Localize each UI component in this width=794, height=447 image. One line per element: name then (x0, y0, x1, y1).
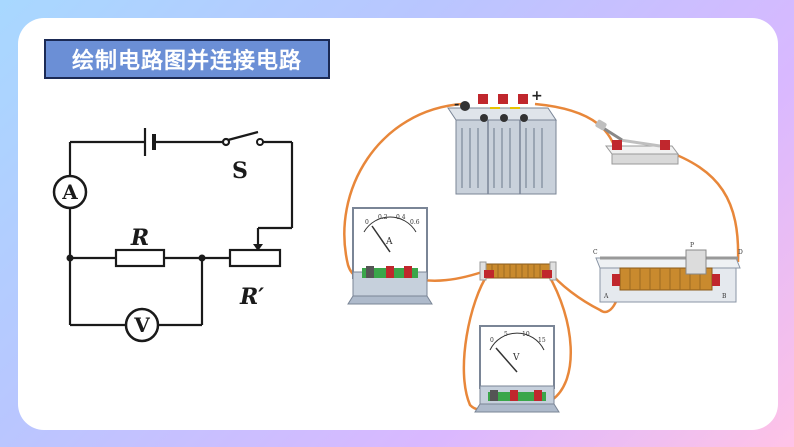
svg-text:15: 15 (538, 337, 546, 344)
slide-title-box: 绘制电路图并连接电路 (44, 39, 330, 79)
switch-blade-metal (619, 138, 661, 148)
voltmeter-letter: V (512, 353, 520, 363)
battery-terminal (518, 94, 528, 104)
battery-terminal (460, 101, 470, 111)
voltmeter-terminal (510, 390, 518, 401)
rheostat-slider-block (685, 249, 707, 275)
svg-text:A: A (603, 293, 609, 300)
svg-text:D: D (738, 249, 743, 256)
switch-blade (227, 130, 259, 142)
svg-text:0: 0 (365, 219, 369, 226)
wire-switch-rheostat (663, 148, 740, 263)
svg-text:10: 10 (522, 331, 530, 338)
svg-text:0.2: 0.2 (378, 214, 388, 221)
resistor-label: R (130, 225, 149, 251)
svg-text:0.4: 0.4 (396, 214, 406, 221)
svg-text:C: C (593, 249, 598, 256)
ammeter-needle (371, 225, 391, 253)
switch-label: S (232, 158, 248, 184)
voltmeter-needle (495, 347, 518, 373)
voltmeter-device: 0 5 10 15 V (474, 325, 560, 413)
battery-minus-sign: - (454, 97, 459, 112)
switch-terminal (612, 140, 622, 150)
rheostat-arrowhead (253, 244, 263, 251)
switch-contact-right (256, 138, 264, 146)
knife-switch (595, 119, 679, 165)
svg-text:P: P (690, 242, 694, 249)
rheostat-R-prime (228, 248, 282, 268)
svg-text:0.6: 0.6 (410, 219, 420, 226)
switch-handle (595, 119, 607, 131)
junction-right (198, 254, 206, 262)
voltmeter-symbol-label: V (133, 313, 150, 337)
junction-left (66, 254, 74, 262)
ammeter-terminal (366, 266, 374, 278)
sliding-rheostat: C P D A B (593, 242, 743, 303)
ammeter-symbol-label: A (61, 180, 78, 204)
ammeter-terminal (404, 266, 412, 278)
ammeter-letter: A (385, 237, 393, 247)
resistor-coil (479, 261, 557, 281)
battery-plus-sign: + (531, 88, 543, 104)
voltmeter-terminal (534, 390, 542, 401)
slide-title: 绘制电路图并连接电路 (71, 49, 302, 74)
switch-terminal (660, 140, 670, 150)
rheostat-terminal (712, 274, 720, 286)
rheostat-terminal (612, 274, 620, 286)
rheostat-label: R′ (239, 284, 264, 310)
ammeter-device: 0 0.2 0.4 0.6 A (347, 207, 433, 305)
svg-text:B: B (722, 293, 727, 300)
battery-terminal (498, 94, 508, 104)
battery-terminal (478, 94, 488, 104)
voltmeter-terminal (490, 390, 498, 401)
svg-text:0: 0 (490, 337, 494, 344)
svg-text:5: 5 (504, 331, 508, 338)
ammeter-terminal (386, 266, 394, 278)
battery-pack: - + (447, 88, 557, 195)
switch-contact-left (221, 137, 231, 147)
